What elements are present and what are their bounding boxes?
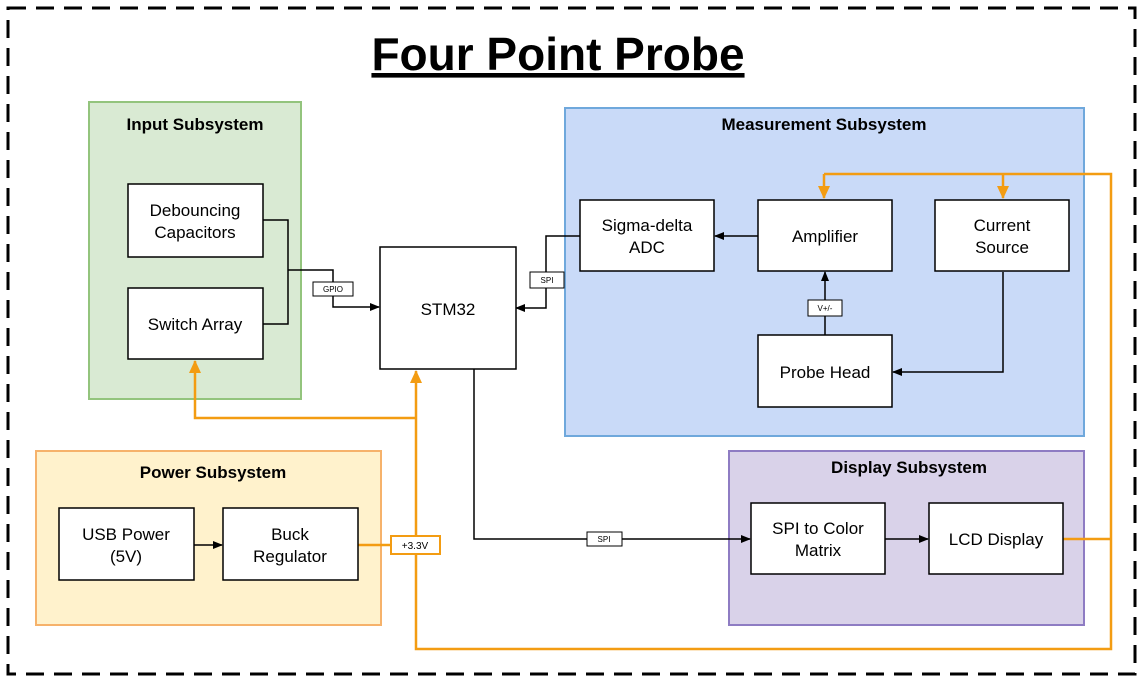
usb-power-line2: (5V) — [110, 547, 142, 566]
spi-matrix-line2: Matrix — [795, 541, 842, 560]
outer-border — [6, 6, 1137, 676]
debouncing-line1: Debouncing — [150, 201, 241, 220]
lcd-display-block: LCD Display — [928, 502, 1064, 575]
sigma-delta-adc-block: Sigma-delta ADC — [579, 199, 715, 272]
display-subsystem-label: Display Subsystem — [831, 458, 987, 477]
spi-display-tag: SPI — [586, 531, 623, 547]
power-subsystem-label: Power Subsystem — [140, 463, 286, 482]
buck-line2: Regulator — [253, 547, 327, 566]
probe-head-block: Probe Head — [757, 334, 893, 408]
stm32-label: STM32 — [421, 300, 476, 319]
stm32-block: STM32 — [379, 246, 517, 370]
adc-line1: Sigma-delta — [602, 216, 693, 235]
measurement-subsystem-label: Measurement Subsystem — [721, 115, 926, 134]
current-source-line1: Current — [974, 216, 1031, 235]
buck-line1: Buck — [271, 525, 309, 544]
usb-power-line1: USB Power — [82, 525, 170, 544]
switch-array-block: Switch Array — [127, 287, 264, 360]
v33-tag-label: +3.3V — [402, 541, 429, 552]
stm32-to-spi-matrix — [473, 369, 751, 543]
spi-adc-tag: SPI — [529, 271, 565, 289]
current-source-to-probe — [892, 272, 1004, 376]
gpio-tag-label: GPIO — [323, 285, 343, 294]
debouncing-to-bus — [263, 219, 289, 325]
v33-tag: +3.3V — [390, 535, 441, 555]
diagram-title: Four Point Probe — [371, 28, 744, 80]
gpio-tag: GPIO — [312, 281, 354, 297]
amplifier-block: Amplifier — [757, 199, 893, 272]
spi-matrix-line1: SPI to Color — [772, 519, 864, 538]
switch-array-label: Switch Array — [148, 315, 243, 334]
probe-head-label: Probe Head — [780, 363, 871, 382]
debouncing-capacitors-block: Debouncing Capacitors — [127, 183, 264, 258]
usb-power-block: USB Power (5V) — [58, 507, 195, 581]
spi-to-color-matrix-block: SPI to Color Matrix — [750, 502, 886, 575]
debouncing-line2: Capacitors — [154, 223, 235, 242]
power-to-switch-array — [189, 360, 416, 420]
vpm-tag: V+/- — [807, 299, 843, 317]
amplifier-label: Amplifier — [792, 227, 858, 246]
spi-adc-tag-label: SPI — [541, 276, 554, 285]
current-source-block: Current Source — [934, 199, 1070, 272]
vpm-tag-label: V+/- — [818, 304, 833, 313]
spi-display-tag-label: SPI — [598, 535, 611, 544]
current-source-line2: Source — [975, 238, 1029, 257]
adc-line2: ADC — [629, 238, 665, 257]
input-subsystem-label: Input Subsystem — [127, 115, 264, 134]
lcd-display-label: LCD Display — [949, 530, 1044, 549]
buck-regulator-block: Buck Regulator — [222, 507, 359, 581]
